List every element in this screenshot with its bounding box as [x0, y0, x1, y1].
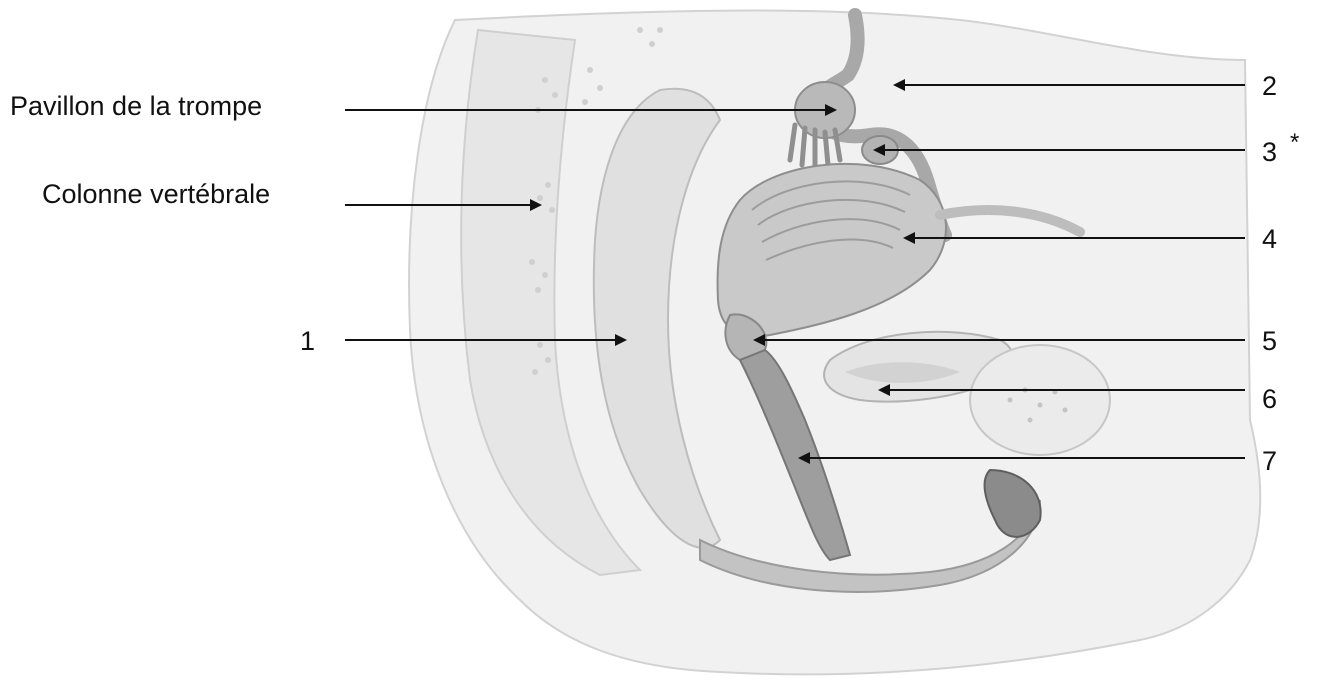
- label-3: 3: [1262, 137, 1277, 167]
- pubic-bone: [970, 345, 1110, 455]
- label-6: 6: [1262, 384, 1277, 414]
- label-3-asterisk: *: [1290, 129, 1299, 156]
- label-pavillon: Pavillon de la trompe: [10, 91, 262, 121]
- label-1: 1: [300, 326, 315, 356]
- label-7: 7: [1262, 446, 1277, 476]
- label-2: 2: [1262, 71, 1277, 101]
- label-5: 5: [1262, 326, 1277, 356]
- label-4: 4: [1262, 224, 1277, 254]
- label-colonne: Colonne vertébrale: [42, 179, 270, 209]
